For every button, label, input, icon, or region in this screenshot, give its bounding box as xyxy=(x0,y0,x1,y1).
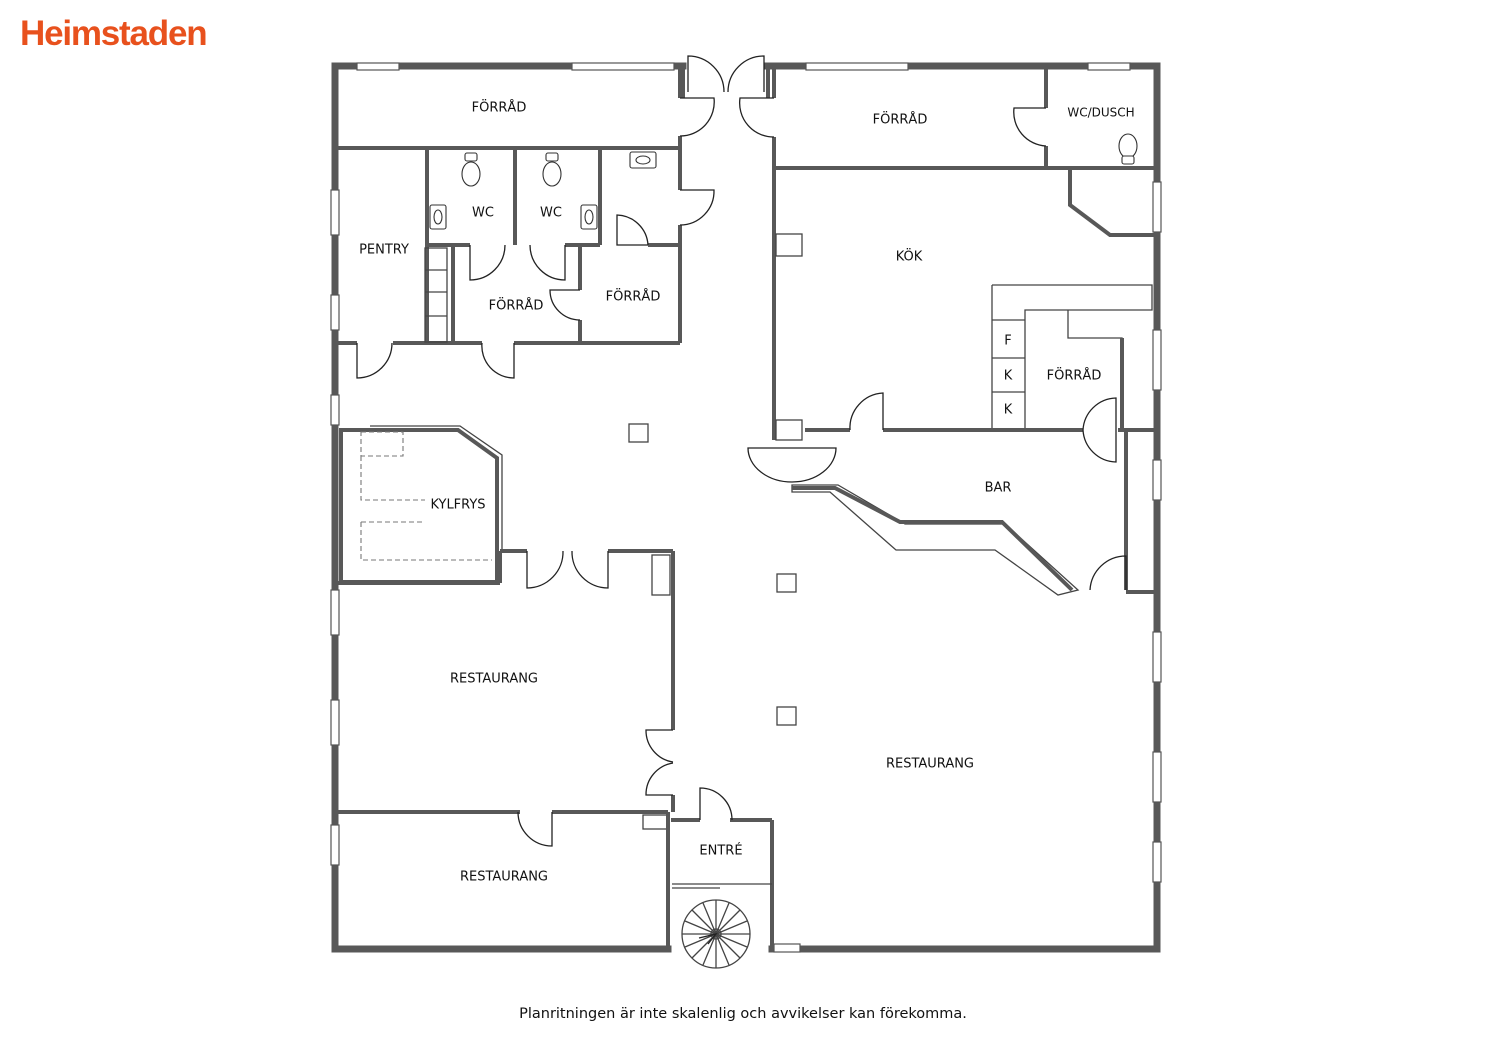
room-label-kok: KÖK xyxy=(896,248,923,265)
columns xyxy=(628,423,797,726)
windows xyxy=(330,62,1162,953)
room-label-restaurang-right: RESTAURANG xyxy=(886,757,974,772)
room-label-forrad-top-left: FÖRRÅD xyxy=(472,99,527,116)
toilet-icon xyxy=(542,152,562,187)
heimstaden-logo: Heimstaden xyxy=(20,14,208,53)
room-label-wc-2: WC xyxy=(540,206,562,221)
doors xyxy=(356,55,1127,847)
toilet-icon xyxy=(461,152,481,187)
room-label-forrad-mid-1: FÖRRÅD xyxy=(489,297,544,314)
room-label-pentry: PENTRY xyxy=(359,243,409,258)
room-label-kylfrys: KYLFRYS xyxy=(430,498,485,513)
disclaimer-text: Planritningen är inte skalenlig och avvi… xyxy=(519,1006,967,1022)
room-label-wc-1: WC xyxy=(472,206,494,221)
room-label-forrad-mid-2: FÖRRÅD xyxy=(606,288,661,305)
room-labels: FÖRRÅD FÖRRÅD WC/DUSCH PENTRY WC WC FÖRR… xyxy=(359,99,1135,885)
room-label-wc-dusch: WC/DUSCH xyxy=(1067,106,1134,120)
sink-icon xyxy=(629,151,657,169)
room-label-bar: BAR xyxy=(985,481,1012,496)
sink-icon xyxy=(429,204,447,230)
interior-walls xyxy=(335,66,1157,949)
appliance-label-f: F xyxy=(1004,334,1011,349)
appliance-label-k: K xyxy=(1004,369,1013,384)
room-label-entre: ENTRÉ xyxy=(699,843,742,859)
room-label-forrad-top-right: FÖRRÅD xyxy=(873,111,928,128)
sink-icon xyxy=(580,204,598,230)
appliance-label-k: K xyxy=(1004,403,1013,418)
room-label-forrad-kitchen: FÖRRÅD xyxy=(1047,367,1102,384)
room-label-restaurang-left: RESTAURANG xyxy=(450,672,538,687)
sanitary-fixtures xyxy=(429,133,1138,230)
spiral-staircase xyxy=(681,899,751,969)
toilet-icon xyxy=(1118,133,1138,165)
room-label-restaurang-bottom: RESTAURANG xyxy=(460,870,548,885)
